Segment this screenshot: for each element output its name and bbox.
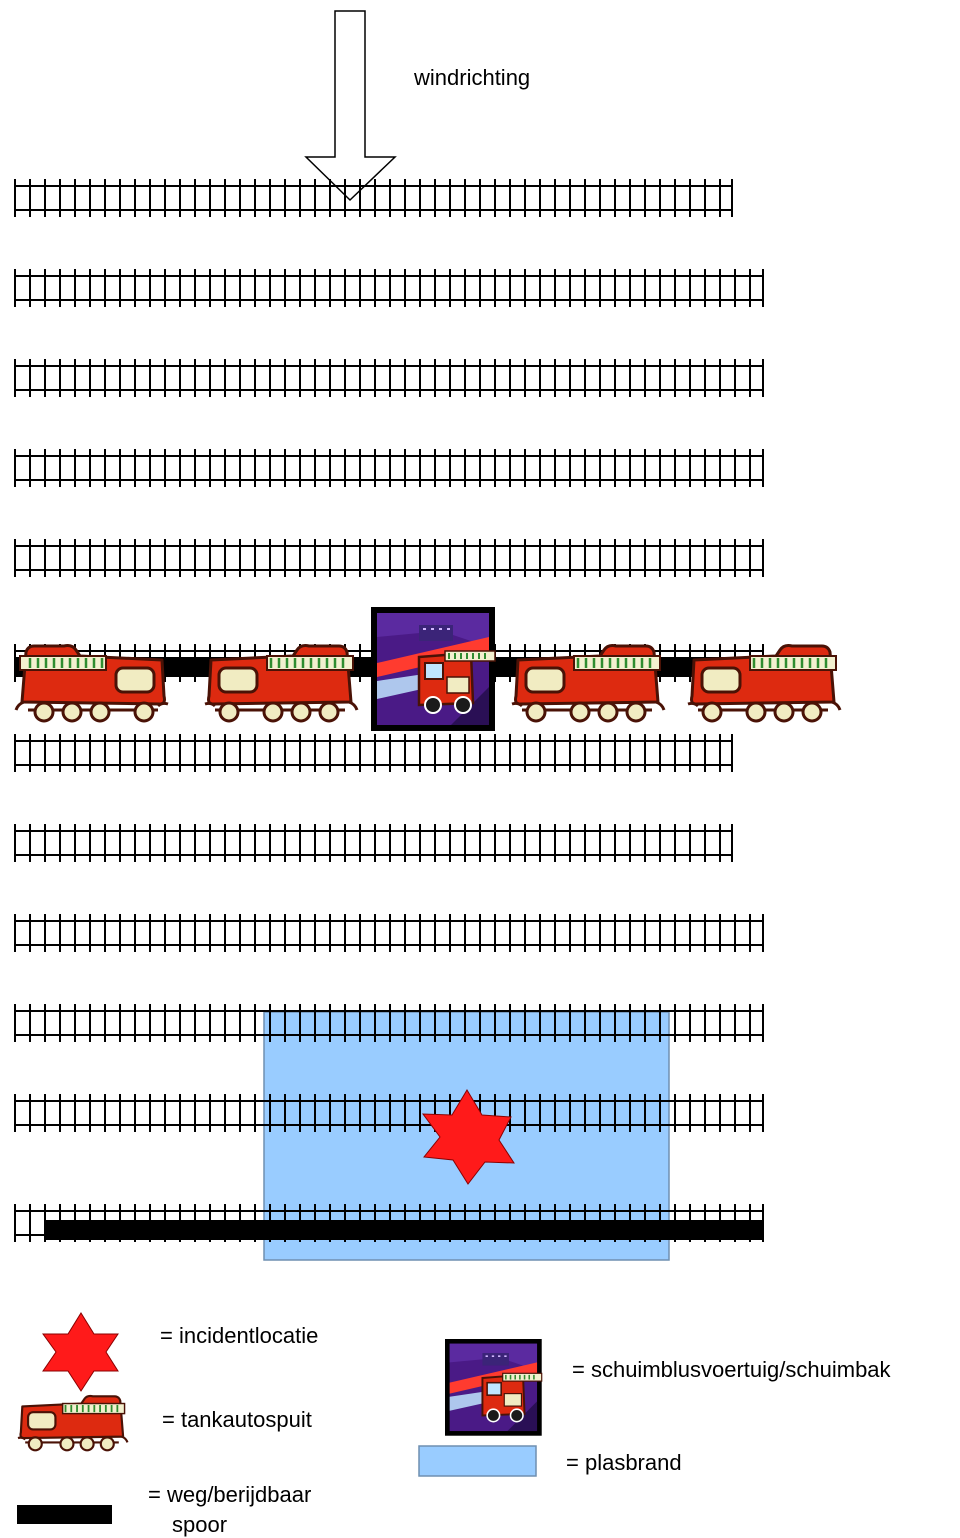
- fire-truck-icon: [205, 646, 357, 722]
- legend-road-label-line2: spoor: [172, 1512, 227, 1538]
- legend-foam-label: = schuimblusvoertuig/schuimbak: [572, 1357, 891, 1383]
- rail-track-icon: [15, 269, 763, 307]
- wind-direction-label: windrichting: [414, 65, 530, 91]
- rail-track-icon: [15, 914, 763, 952]
- rail-track-icon: [15, 539, 763, 577]
- legend-pool-fire-icon: [419, 1446, 536, 1476]
- rail-track-icon: [15, 824, 732, 862]
- foam-unit-icon: [371, 607, 495, 731]
- rail-track-icon: [15, 179, 732, 217]
- rail-track-icon: [15, 359, 763, 397]
- fire-truck-icon: [16, 646, 168, 722]
- legend-road-label-line1: = weg/berijdbaar: [148, 1482, 311, 1508]
- rail-track-icon: [15, 449, 763, 487]
- road-bar: [46, 1220, 763, 1240]
- legend-incident-label: = incidentlocatie: [160, 1323, 318, 1349]
- wind-arrow-icon: [306, 11, 395, 200]
- fire-truck-icon: [512, 646, 664, 722]
- fire-truck-icon: [688, 646, 840, 722]
- legend-tanker-label: = tankautospuit: [162, 1407, 312, 1433]
- legend-pool-label: = plasbrand: [566, 1450, 682, 1476]
- legend-road-icon: [17, 1505, 112, 1524]
- legend-fire-truck-icon: [18, 1396, 127, 1450]
- legend-foam-unit-icon: [445, 1339, 542, 1436]
- rail-track-icon: [15, 734, 732, 772]
- legend-incident-star-icon: [43, 1313, 118, 1391]
